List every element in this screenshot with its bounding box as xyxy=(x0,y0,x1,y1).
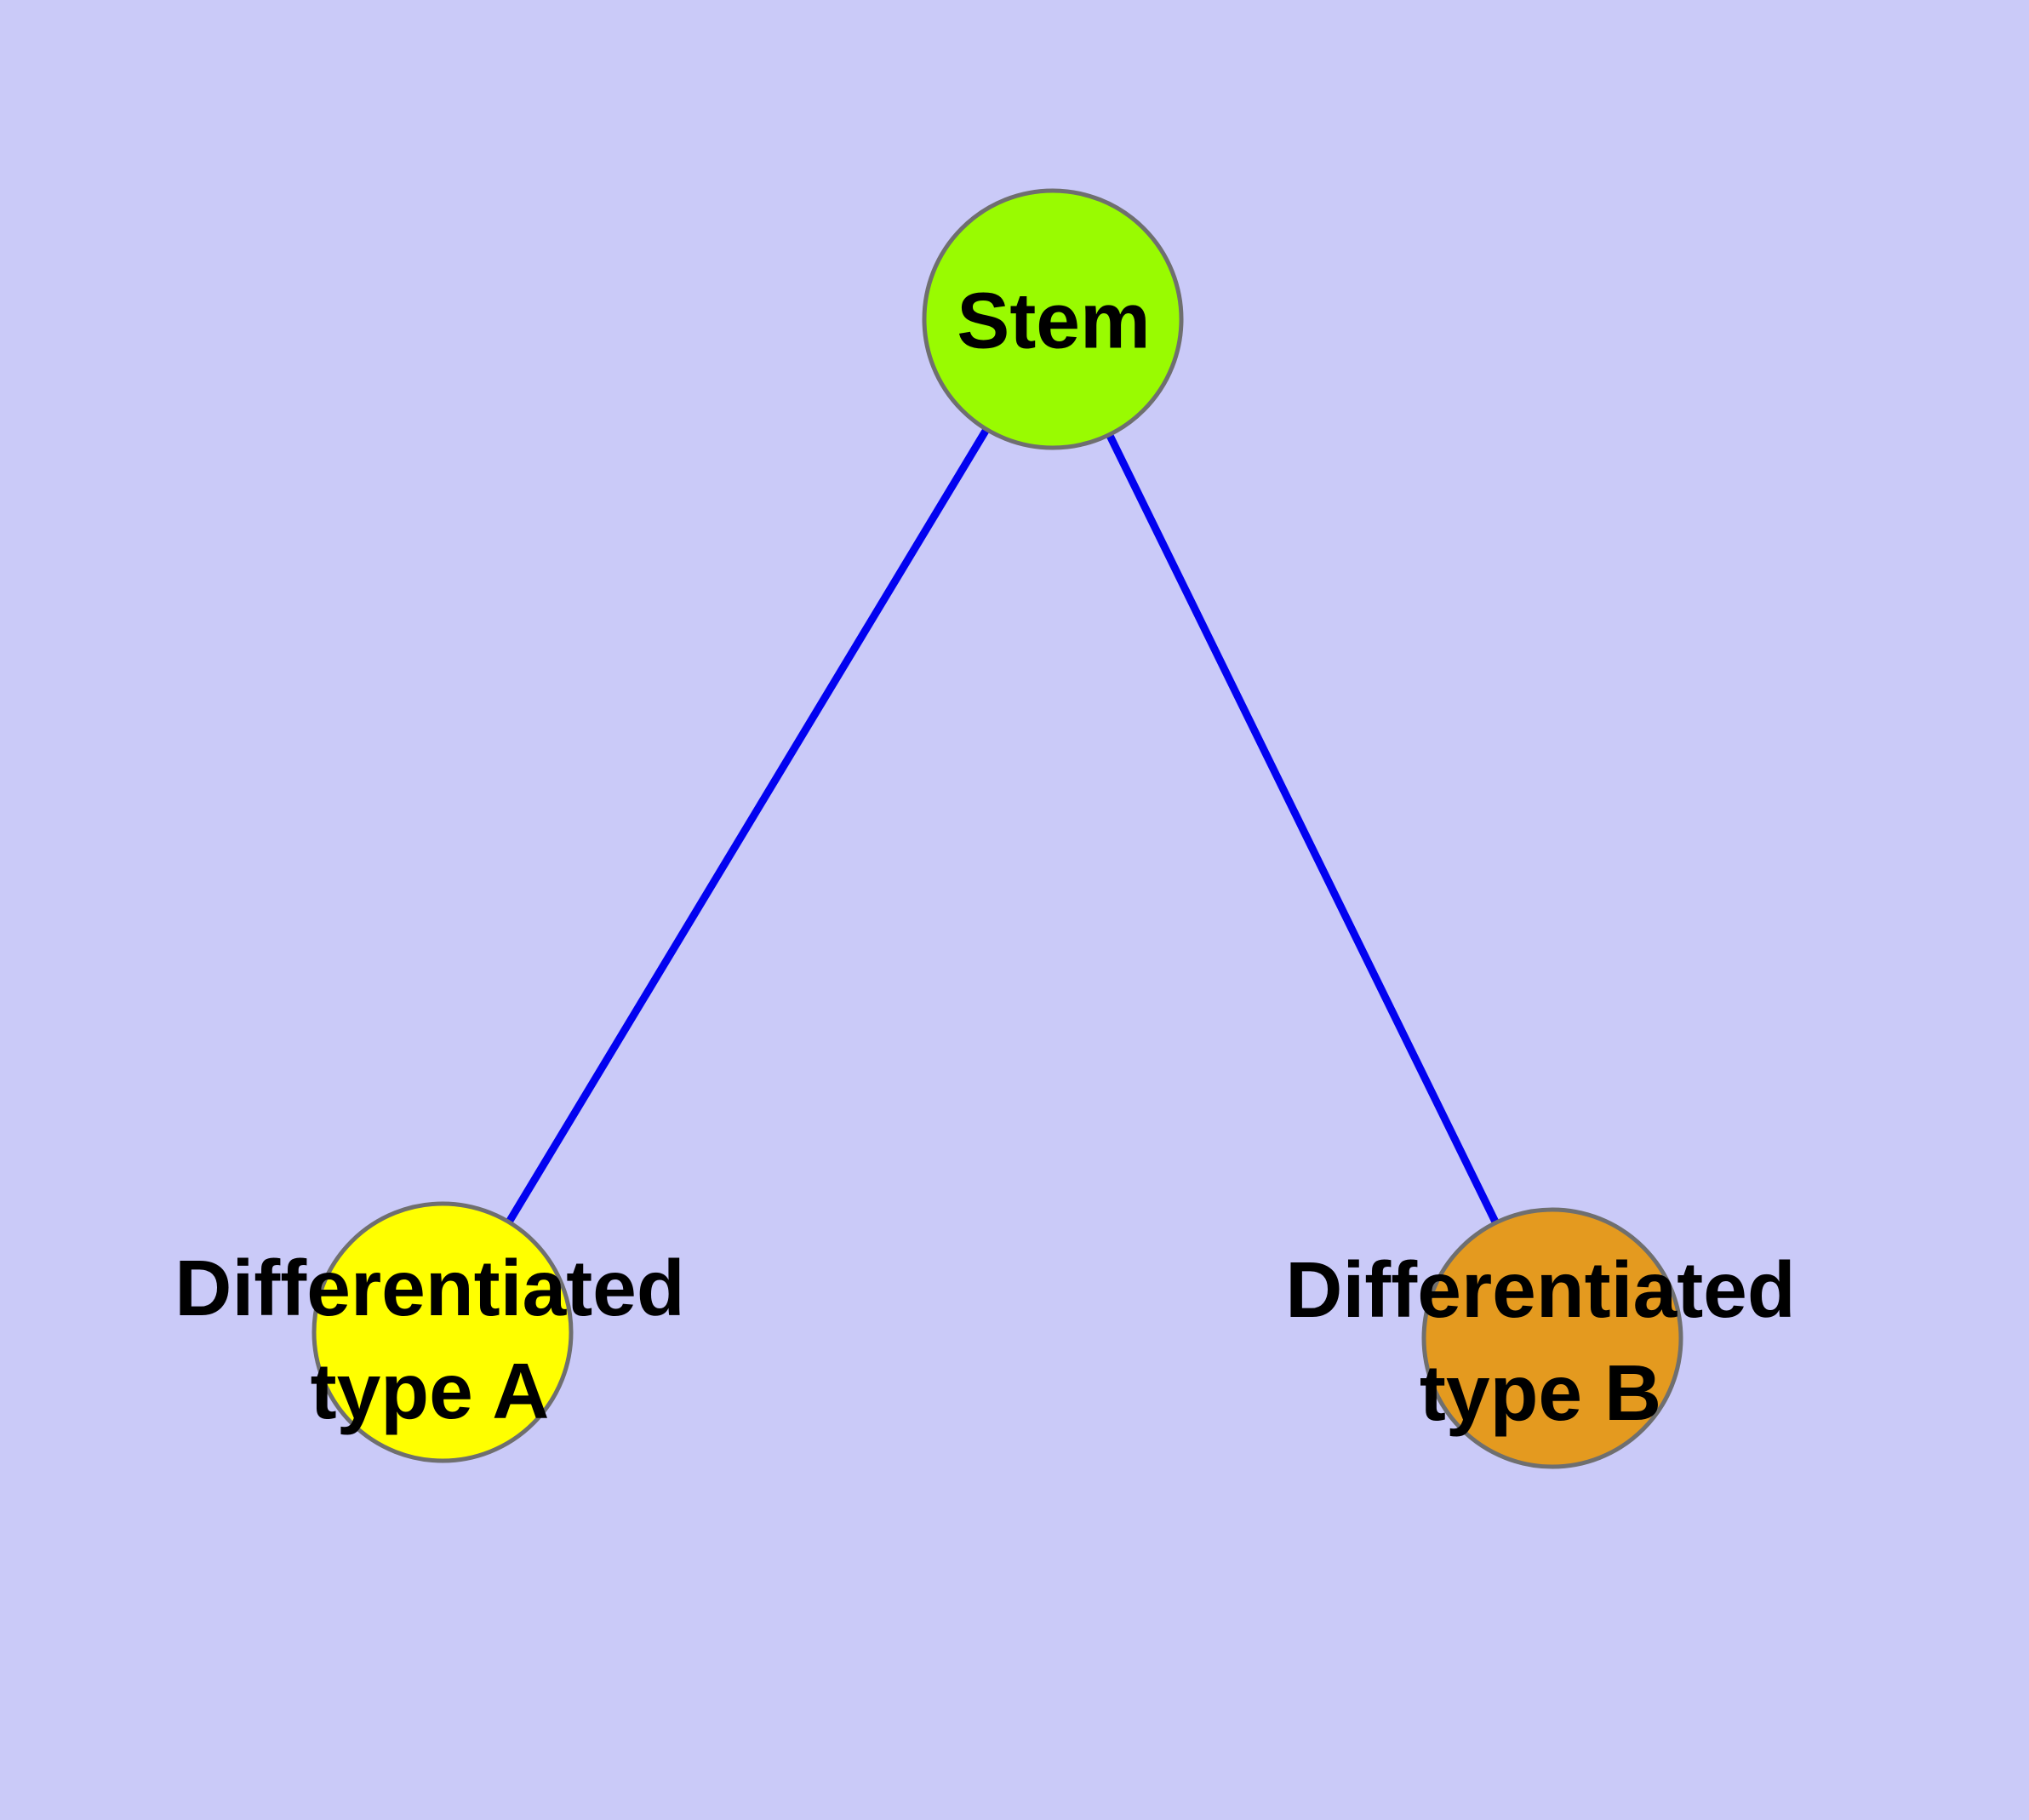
type-a-label-line1: Differentiated xyxy=(174,1244,685,1332)
type-b-label-line2: type B xyxy=(1419,1348,1662,1437)
type-a-node-label: Differentiated type A xyxy=(174,1237,684,1443)
type-a-node-circle xyxy=(311,1201,574,1463)
type-b-label-line1: Differentiated xyxy=(1285,1245,1796,1334)
edge-stem-to-type-b xyxy=(1049,318,1557,1340)
stem-node-circle xyxy=(922,188,1184,450)
type-a-label-line2: type A xyxy=(310,1347,550,1435)
type-b-node-circle xyxy=(1421,1207,1683,1469)
edge-stem-to-type-a xyxy=(439,317,1056,1335)
type-b-node-label: Differentiated type B xyxy=(1285,1239,1795,1445)
stem-node-label: Stem xyxy=(957,276,1151,365)
